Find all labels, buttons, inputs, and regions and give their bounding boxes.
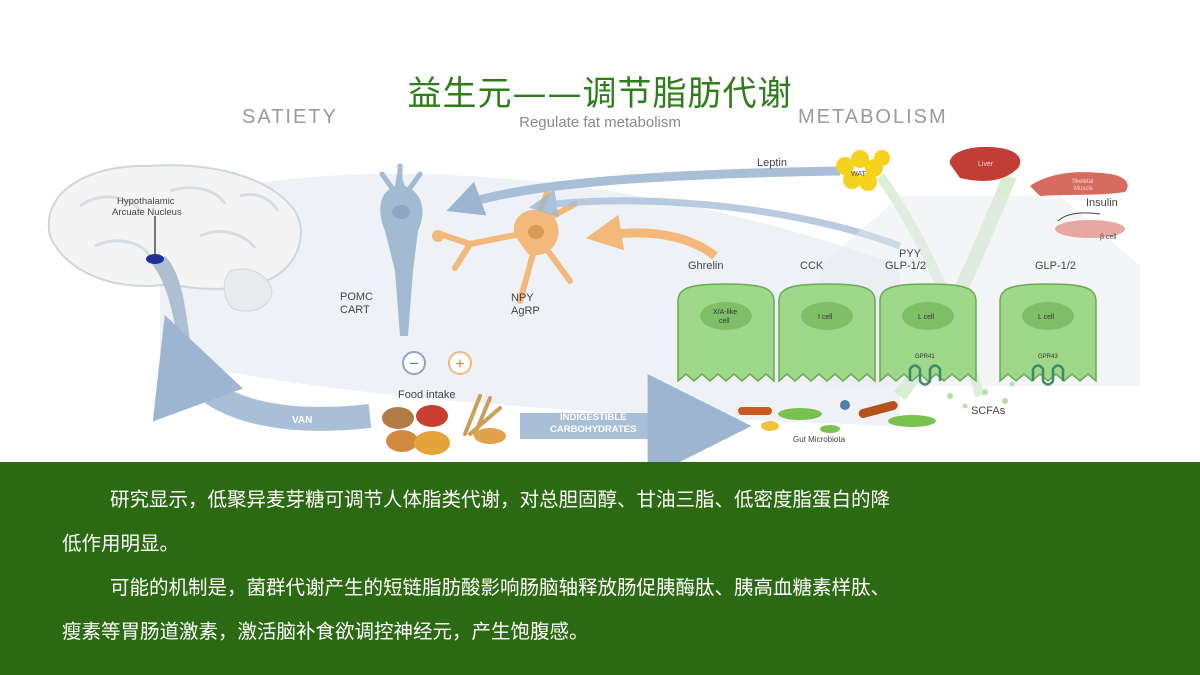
muscle-shape: [1030, 172, 1128, 196]
plus-sign: +: [455, 354, 465, 373]
slide-subtitle: Regulate fat metabolism: [519, 114, 681, 131]
liver-shape: [949, 146, 1021, 181]
cart-label: CART: [340, 304, 370, 316]
insulin-arrow: [1057, 212, 1101, 222]
stimulate-circle: [448, 351, 472, 375]
liver-label: Liver: [978, 161, 994, 168]
cck-label: CCK: [800, 260, 824, 272]
agrp-label: AgRP: [511, 305, 540, 317]
indigestible-label: INDIGESTIBLE: [560, 412, 627, 423]
gut-brain-axis-diagram: SATIETY METABOLISM Hypothalamic Arcuate …: [47, 106, 1140, 462]
cell-l-2: [999, 283, 1097, 383]
l-cell-label-2: L cell: [1038, 314, 1055, 321]
pyy-label: PYY: [899, 248, 922, 260]
leptin-arrow: [446, 166, 841, 216]
metabolism-heading: METABOLISM: [798, 106, 948, 128]
carbohydrates-label: CARBOHYDRATES: [550, 424, 636, 435]
ghrelin-arrow: [585, 214, 718, 260]
wat-label: WAT: [851, 171, 866, 178]
cell-xa-like: [677, 283, 775, 383]
gpr41-label: GPR41: [915, 354, 935, 360]
description-panel: 研究显示，低聚异麦芽糖可调节人体脂类代谢，对总胆固醇、甘油三脂、低密度脂蛋白的降…: [0, 462, 1200, 675]
van-arrow: [152, 314, 372, 431]
scfas-label: SCFAs: [971, 405, 1006, 417]
inhibit-circle: [402, 351, 426, 375]
hormone-arrow: [528, 189, 902, 250]
leptin-label: Leptin: [757, 157, 787, 169]
glp-label-2: GLP-1/2: [1035, 260, 1076, 272]
npy-label: NPY: [511, 292, 534, 304]
gut-microbiota-label: Gut Microbiota: [793, 435, 846, 444]
scfa-dots: [947, 381, 1015, 409]
food-intake-label: Food intake: [398, 389, 455, 401]
slide-title: 益生元——调节脂肪代谢: [407, 74, 793, 114]
xa-cell-label-1: X/A-like: [713, 309, 737, 316]
pomc-label: POMC: [340, 291, 373, 303]
pomc-neuron: [379, 163, 423, 336]
cell-l-1: [879, 283, 977, 383]
muscle-label: Muscle: [1074, 186, 1094, 192]
skeletal-label: Skeletal: [1072, 179, 1093, 185]
insulin-label: Insulin: [1086, 197, 1118, 209]
glp-label-1: GLP-1/2: [885, 260, 926, 272]
wat-cluster: [836, 150, 890, 191]
paragraph-1-line-2: 低作用明显。: [62, 532, 180, 555]
npy-neuron: [432, 188, 578, 304]
gut-microbiota-illustration: [738, 400, 936, 433]
cell-i: [778, 283, 876, 383]
satiety-heading: SATIETY: [242, 106, 338, 128]
i-cell-label: I cell: [818, 314, 833, 321]
l-cell-label-1: L cell: [918, 314, 935, 321]
gpr41-receptor: [908, 364, 942, 386]
arcuate-nucleus-label: Arcuate Nucleus: [112, 207, 182, 218]
ghrelin-label: Ghrelin: [688, 260, 723, 272]
xa-cell-label-2: cell: [719, 318, 730, 325]
paragraph-1-line-1: 研究显示，低聚异麦芽糖可调节人体脂类代谢，对总胆固醇、甘油三脂、低密度脂蛋白的降: [110, 488, 891, 511]
paragraph-2-line-1: 可能的机制是，菌群代谢产生的短链脂肪酸影响肠脑轴释放肠促胰酶肽、胰高血糖素样肽、: [110, 576, 891, 599]
gpr43-receptor: [1031, 364, 1065, 386]
beta-cell-label: β cell: [1100, 234, 1117, 241]
van-label: VAN: [292, 415, 312, 426]
paragraph-2-line-2: 瘦素等胃肠道激素，激活脑补食欲调控神经元，产生饱腹感。: [62, 620, 589, 643]
hypothalamic-label: Hypothalamic: [117, 196, 175, 207]
brain-illustration: [47, 164, 302, 341]
minus-sign: −: [409, 354, 419, 373]
gpr43-label: GPR43: [1038, 354, 1058, 360]
food-illustration: [382, 394, 506, 455]
beta-cell-shape: [1055, 220, 1125, 238]
